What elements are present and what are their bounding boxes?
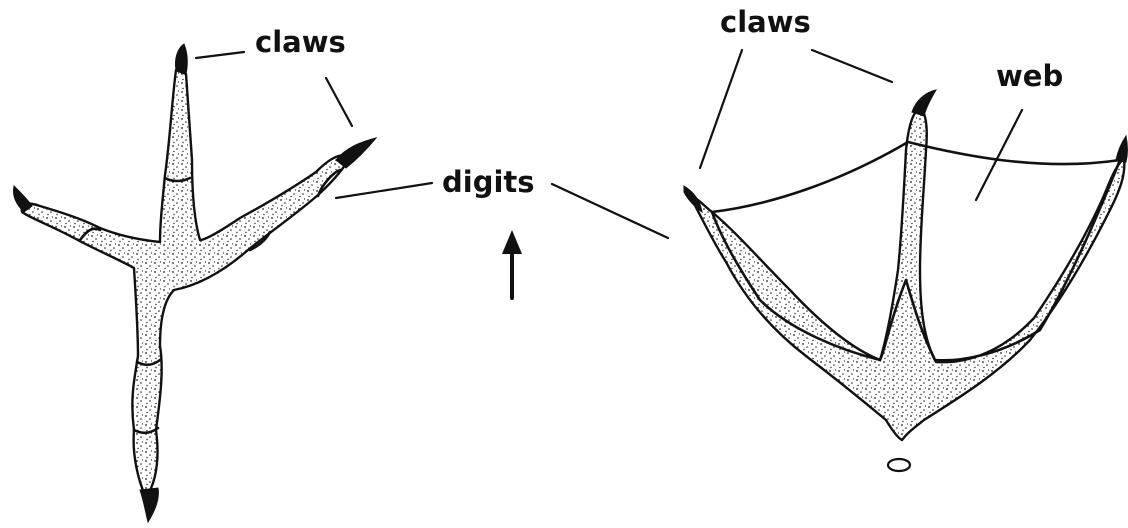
left-foot bbox=[13, 44, 376, 522]
left-foot-outline bbox=[22, 70, 350, 498]
label-claws-left: claws bbox=[255, 25, 346, 59]
leader-lines bbox=[196, 50, 1022, 238]
hind-pad-icon bbox=[888, 459, 910, 471]
left-top-claw-icon bbox=[175, 44, 187, 74]
left-right-claw-icon bbox=[336, 138, 376, 168]
label-claws-right: claws bbox=[720, 5, 811, 39]
right-right-claw-icon bbox=[1116, 136, 1128, 162]
up-arrow-icon bbox=[502, 230, 522, 298]
leader-digits-left bbox=[336, 183, 432, 198]
leader-digits-right bbox=[552, 184, 668, 238]
label-web: web bbox=[996, 59, 1063, 93]
right-left-claw-icon bbox=[684, 186, 702, 212]
label-digits: digits bbox=[442, 165, 535, 199]
leader-web bbox=[976, 110, 1022, 200]
leader-claws-right-middle bbox=[812, 50, 892, 82]
leader-claws-left-top bbox=[196, 52, 244, 58]
left-left-claw-icon bbox=[13, 186, 32, 212]
right-middle-claw-icon bbox=[912, 90, 936, 116]
left-bottom-claw-icon bbox=[140, 488, 158, 522]
right-foot bbox=[684, 90, 1128, 471]
leader-claws-left-right bbox=[326, 78, 352, 126]
leader-claws-right-left bbox=[700, 50, 742, 168]
right-foot-outline bbox=[690, 108, 1124, 440]
